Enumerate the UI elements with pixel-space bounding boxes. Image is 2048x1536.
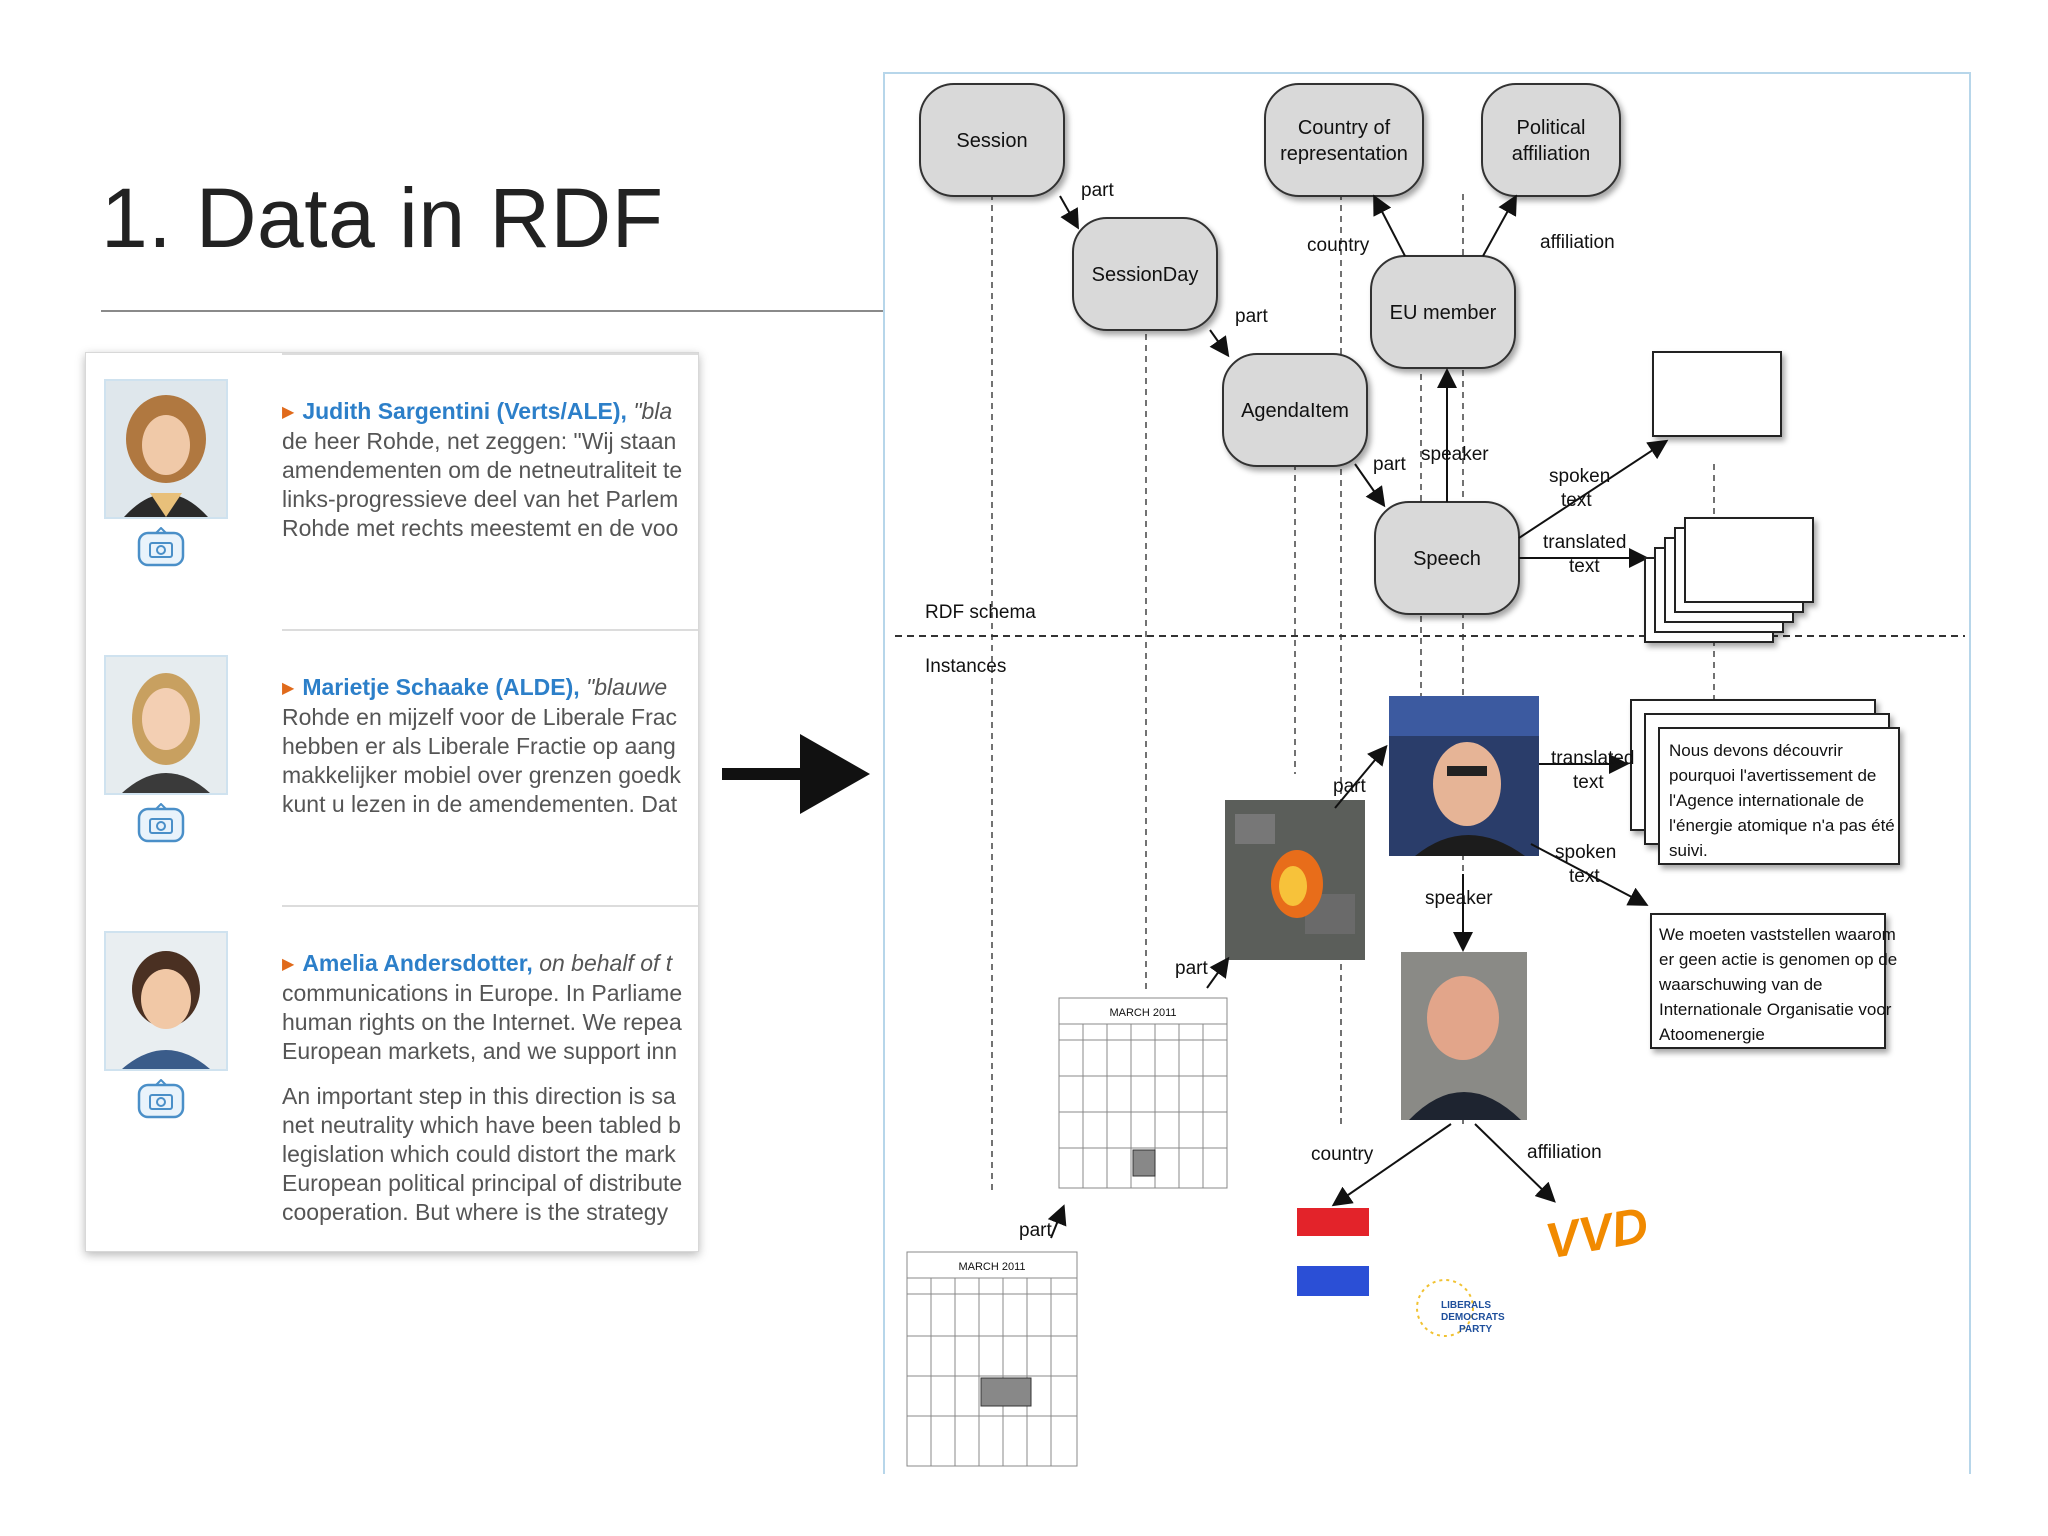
edge-label: speaker <box>1425 888 1493 909</box>
edge-label: part <box>1333 776 1366 797</box>
agenda-item-photo <box>1225 800 1365 960</box>
spoken-text-line: waarschuwing van de <box>1658 975 1822 994</box>
slide-title: 1. Data in RDF <box>101 171 664 265</box>
translated-text-front <box>1658 727 1900 865</box>
edge-label: speaker <box>1421 444 1489 465</box>
speech-text: ▶Amelia Andersdotter, on behalf of t com… <box>282 950 683 1225</box>
section-label-schema: RDF schema <box>925 602 1036 623</box>
rdf-diagram-svg: Session Country of representation Politi… <box>895 83 1965 1467</box>
translated-text-line: l'Agence internationale de <box>1669 791 1864 810</box>
edge-label: text <box>1569 556 1600 577</box>
entry-divider <box>282 905 698 907</box>
translated-text-line: suivi. <box>1669 841 1708 860</box>
entry-divider <box>282 353 698 355</box>
edge-label: country <box>1307 235 1370 256</box>
speech-entry: ▶Judith Sargentini (Verts/ALE), "bla de … <box>86 353 698 629</box>
spoken-text-line: Internationale Organisatie voor <box>1659 1000 1892 1019</box>
vvd-logo-text: VVD <box>1541 1197 1652 1270</box>
calendar-month: MARCH 2011 <box>1109 1007 1176 1019</box>
label-political-2: affiliation <box>1512 143 1591 165</box>
calendar-month: MARCH 2011 <box>958 1261 1025 1273</box>
node-agendaitem <box>1222 353 1368 467</box>
edge-label: text <box>1561 490 1592 511</box>
speaker-photo <box>1401 952 1527 1120</box>
translated-text-line: pourquoi l'avertissement de <box>1669 766 1876 785</box>
spoken-text-line: er geen actie is genomen op de <box>1659 950 1897 969</box>
edge-label: text <box>1573 772 1604 793</box>
calendar-sessionday: MARCH 2011 <box>1058 997 1228 1189</box>
mep-photo-schaake <box>104 655 228 795</box>
speech-entry: ▶Marietje Schaake (ALDE), "blauwe Rohde … <box>86 629 698 905</box>
video-camera-icon[interactable] <box>136 527 186 569</box>
translated-text-line: Nous devons découvrir <box>1669 741 1843 760</box>
mep-photo-sargentini <box>104 379 228 519</box>
logo-text: PARTY <box>1459 1324 1492 1335</box>
video-camera-icon[interactable] <box>136 803 186 845</box>
title-divider <box>101 310 883 312</box>
bullet-arrow-icon: ▶ <box>282 956 295 973</box>
netherlands-flag-icon <box>1297 1208 1369 1296</box>
edge-label: spoken <box>1549 466 1610 487</box>
text-box-spoken <box>1652 351 1782 437</box>
speech-entry: ▶Amelia Andersdotter, on behalf of t com… <box>86 905 698 1251</box>
node-session <box>919 83 1065 197</box>
edge-label: part <box>1175 958 1208 979</box>
edge-label: country <box>1311 1144 1374 1165</box>
edge-label: part <box>1373 454 1406 475</box>
edge-label: translated <box>1551 748 1634 769</box>
video-camera-icon[interactable] <box>136 1079 186 1121</box>
label-country-2: representation <box>1280 143 1408 165</box>
translated-text-line: l'énergie atomique n'a pas été <box>1669 816 1895 835</box>
label-country-1: Country of <box>1298 117 1391 139</box>
label-sessionday: SessionDay <box>1092 264 1199 286</box>
spoken-text-line: We moeten vaststellen waarom <box>1659 925 1896 944</box>
edge-label: part <box>1235 306 1268 327</box>
edge-label: translated <box>1543 532 1626 553</box>
speech-excerpts-panel: ▶Judith Sargentini (Verts/ALE), "bla de … <box>85 352 699 1252</box>
label-political-1: Political <box>1517 117 1586 139</box>
edge-label: text <box>1569 866 1600 887</box>
speech-video-photo <box>1389 696 1539 856</box>
bullet-arrow-icon: ▶ <box>282 680 295 697</box>
label-eumember: EU member <box>1390 302 1497 324</box>
node-political <box>1481 83 1621 197</box>
speaker-link[interactable]: Marietje Schaake (ALDE), <box>302 674 580 700</box>
speech-text: ▶Marietje Schaake (ALDE), "blauwe Rohde … <box>282 674 681 817</box>
speech-text: ▶Judith Sargentini (Verts/ALE), "bla de … <box>282 398 683 541</box>
transform-arrow-icon <box>722 734 870 814</box>
alde-party-logo: LIBERALS DEMOCRATS PARTY <box>1416 1279 1505 1337</box>
text-box-translated-0 <box>1684 517 1814 603</box>
node-country <box>1264 83 1424 197</box>
mep-photo-andersdotter <box>104 931 228 1071</box>
spoken-text-line: Atoomenergie <box>1659 1025 1765 1044</box>
label-agendaitem: AgendaItem <box>1241 400 1349 422</box>
node-sessionday <box>1072 217 1218 331</box>
edge-label: affiliation <box>1540 232 1615 253</box>
label-speech: Speech <box>1413 548 1481 570</box>
logo-text: DEMOCRATS <box>1441 1312 1505 1323</box>
edge-label: part <box>1081 180 1114 201</box>
edge-label: affiliation <box>1527 1142 1602 1163</box>
edge-label: part <box>1019 1220 1052 1241</box>
spoken-text-box <box>1650 913 1886 1049</box>
vvd-party-logo: VVD <box>1541 1197 1652 1270</box>
calendar-session: MARCH 2011 <box>906 1251 1078 1467</box>
entry-divider <box>282 629 698 631</box>
edge-label: spoken <box>1555 842 1616 863</box>
speaker-link[interactable]: Amelia Andersdotter, <box>302 950 533 976</box>
logo-text: LIBERALS <box>1441 1300 1491 1311</box>
bullet-arrow-icon: ▶ <box>282 404 295 421</box>
rdf-diagram: Session Country of representation Politi… <box>883 72 1971 1474</box>
section-label-instances: Instances <box>925 656 1006 677</box>
label-session: Session <box>956 130 1027 152</box>
speaker-link[interactable]: Judith Sargentini (Verts/ALE), <box>302 398 627 424</box>
